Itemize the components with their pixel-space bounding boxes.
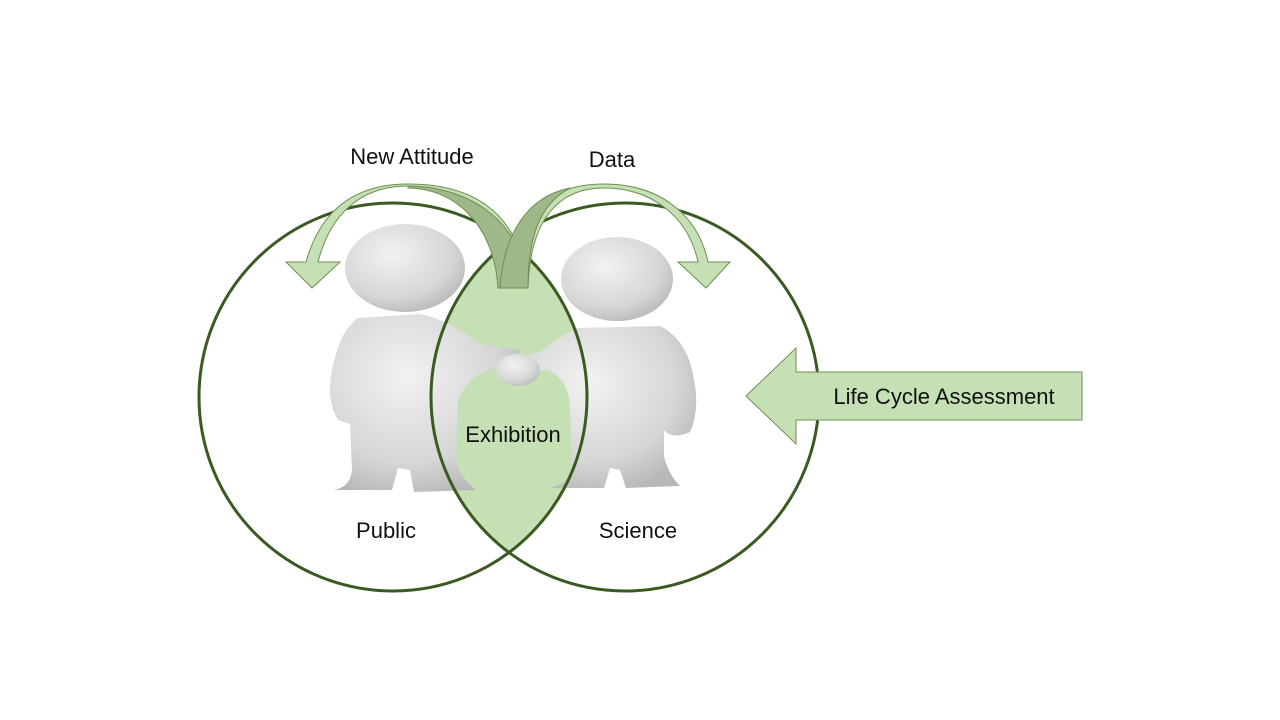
public-circle xyxy=(197,201,589,593)
new-attitude-label: New Attitude xyxy=(350,144,474,169)
exhibition-label: Exhibition xyxy=(465,422,560,447)
lca-label: Life Cycle Assessment xyxy=(833,384,1054,409)
lca-arrow xyxy=(745,346,1083,446)
data-arrow-shade xyxy=(499,187,571,289)
public-label: Public xyxy=(356,518,416,543)
science-label: Science xyxy=(599,518,677,543)
overlap-region xyxy=(431,203,587,591)
data-label: Data xyxy=(589,147,636,172)
handshake-people-icon xyxy=(330,224,697,492)
